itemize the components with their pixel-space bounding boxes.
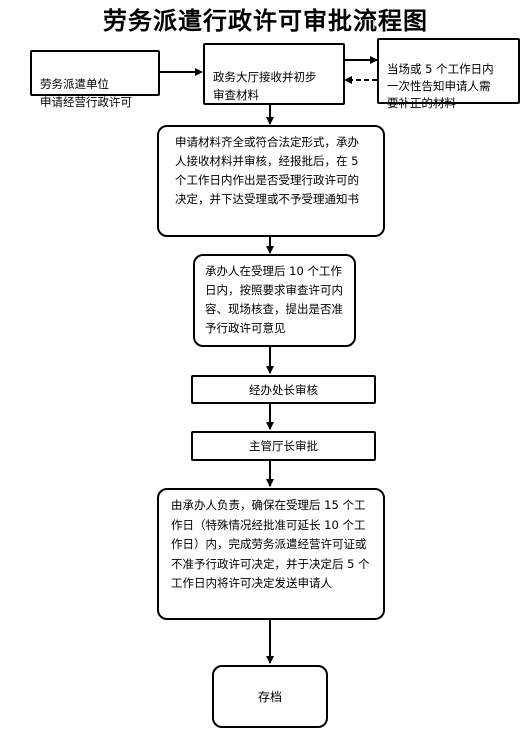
node-decision-text: 由承办人负责，确保在受理后 15 个工作日（特殊情况经批准可延长 10 个工作日… [171, 498, 370, 590]
node-hall: 政务大厅接收并初步 审查材料 [203, 43, 345, 105]
node-applicant-text: 劳务派遣单位 申请经营行政许可 [40, 77, 132, 109]
node-review: 承办人在受理后 10 个工作日内，按照要求审查许可内容、现场核查，提出是否准予行… [193, 254, 356, 347]
node-accept-text: 申请材料齐全或符合法定形式，承办人接收材料并审核，经报批后，在 5 个工作日内作… [175, 135, 359, 206]
node-division: 经办处长审核 [191, 375, 376, 404]
node-notify-text: 当场或 5 个工作日内 一次性告知申请人需 要补正的材料 [387, 62, 494, 110]
node-archive-text: 存档 [257, 689, 282, 704]
node-accept: 申请材料齐全或符合法定形式，承办人接收材料并审核，经报批后，在 5 个工作日内作… [157, 125, 385, 237]
node-decision: 由承办人负责，确保在受理后 15 个工作日（特殊情况经批准可延长 10 个工作日… [157, 488, 385, 620]
node-director: 主管厅长审批 [191, 431, 376, 461]
node-division-text: 经办处长审核 [249, 382, 318, 397]
node-applicant: 劳务派遣单位 申请经营行政许可 [30, 50, 160, 109]
page-title: 劳务派遣行政许可审批流程图 [103, 6, 428, 35]
node-hall-text: 政务大厅接收并初步 审查材料 [213, 70, 317, 102]
node-director-text: 主管厅长审批 [249, 439, 318, 453]
node-archive: 存档 [212, 665, 328, 728]
node-review-text: 承办人在受理后 10 个工作日内，按照要求审查许可内容、现场核查，提出是否准予行… [205, 264, 343, 335]
node-notify: 当场或 5 个工作日内 一次性告知申请人需 要补正的材料 [377, 38, 520, 110]
